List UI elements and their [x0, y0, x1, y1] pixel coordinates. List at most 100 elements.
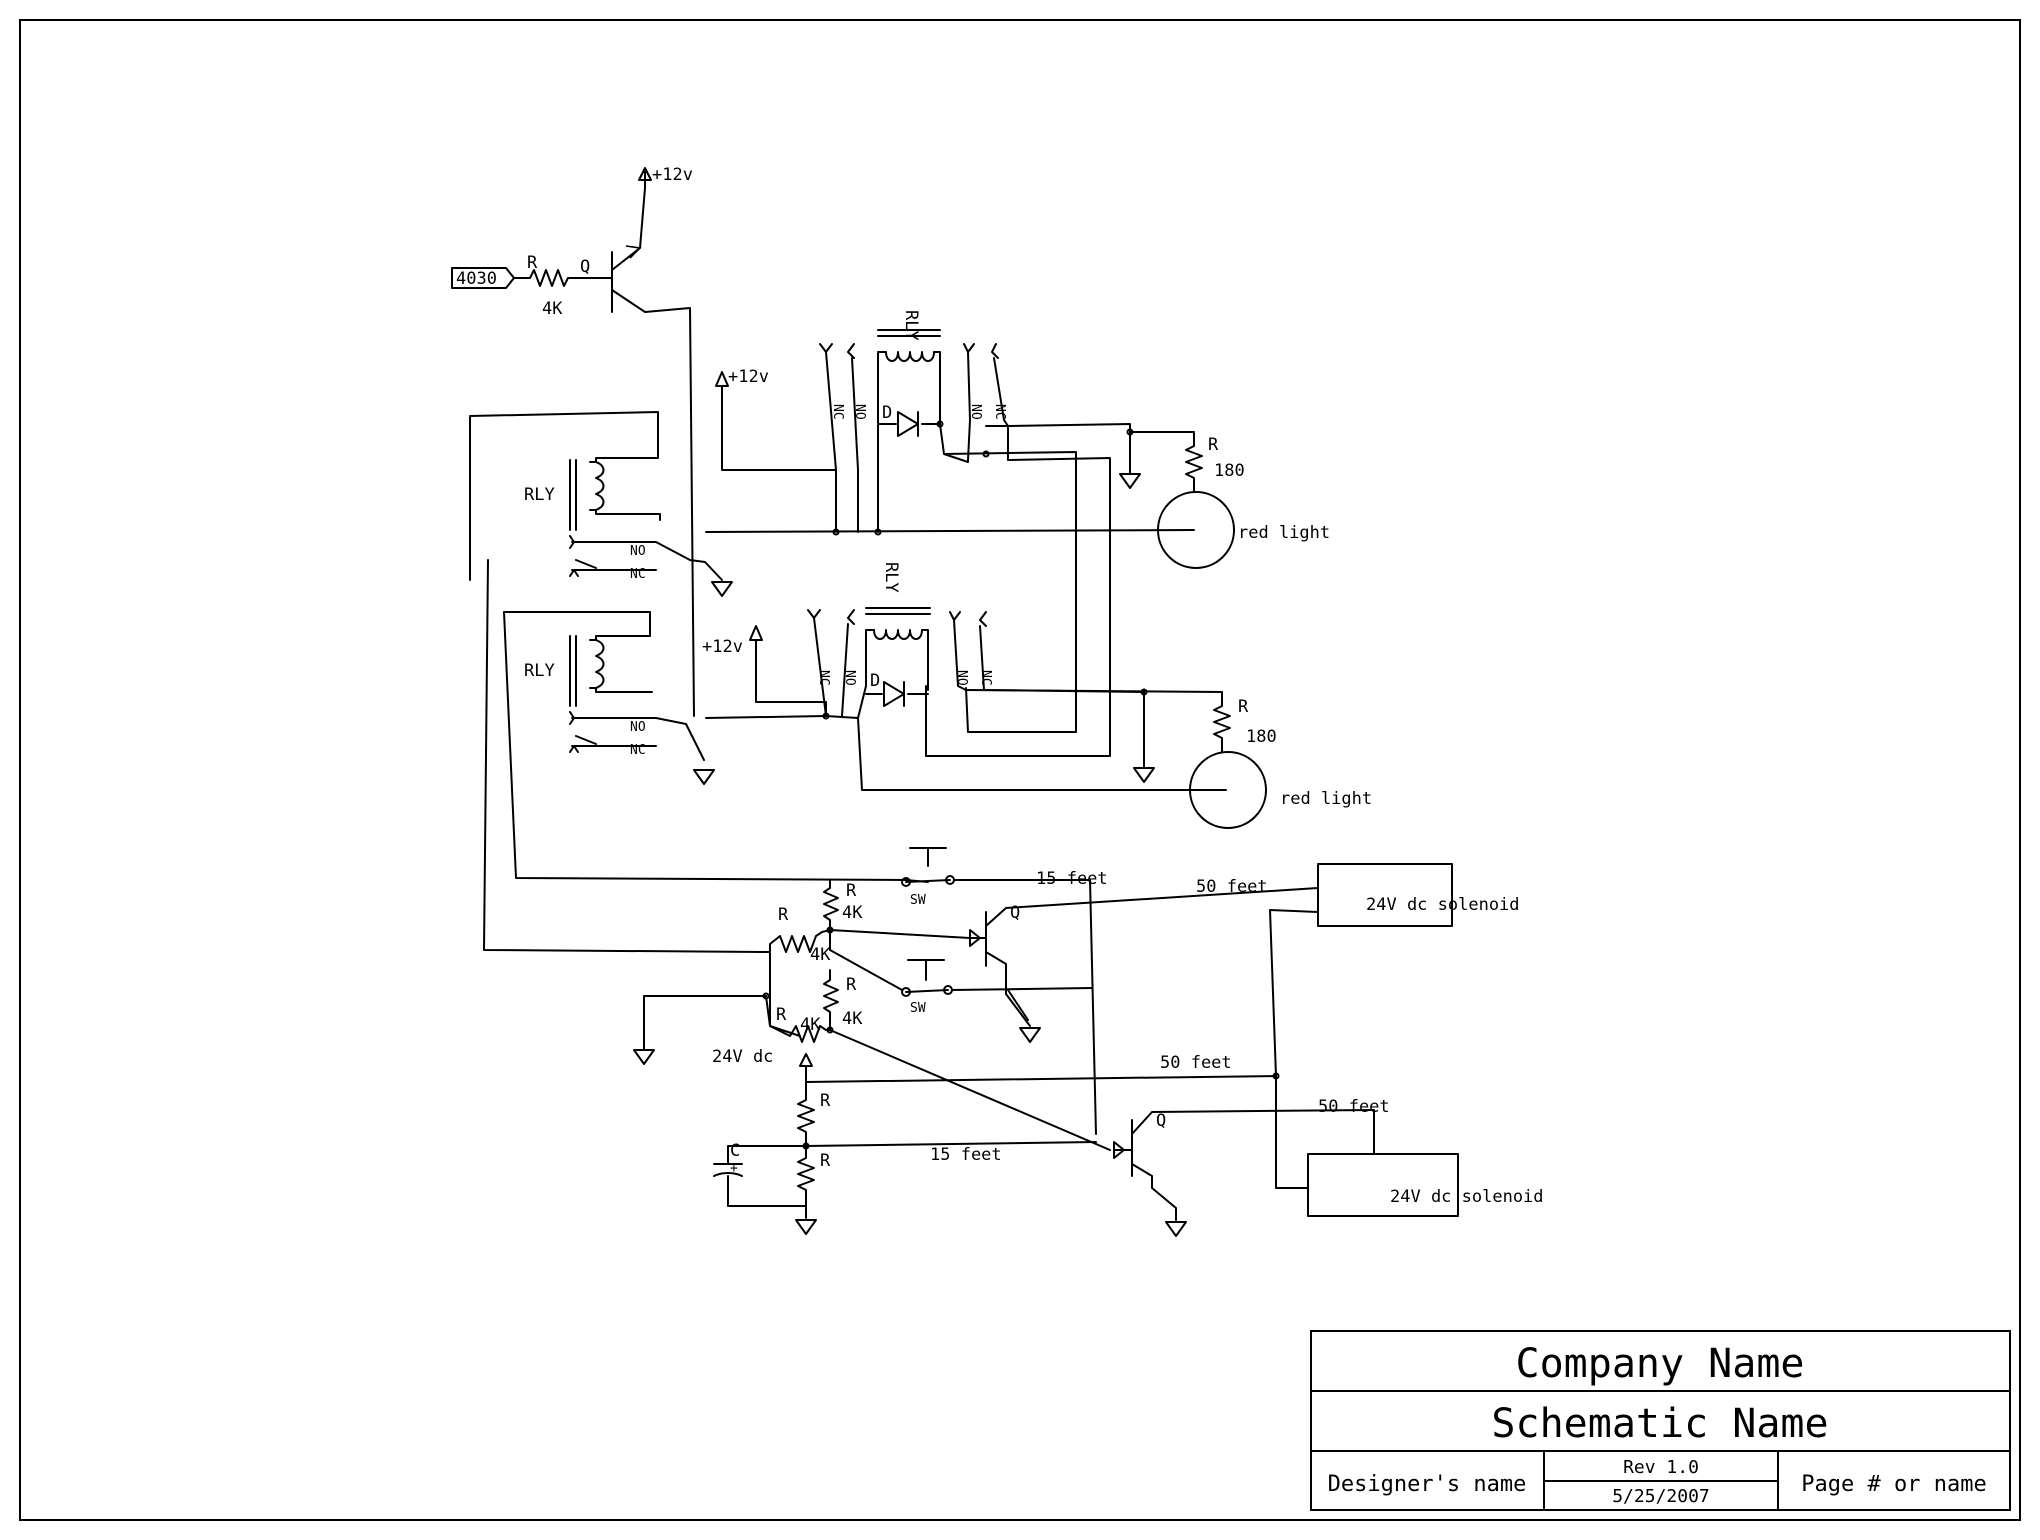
- divider-ground: [795, 1219, 817, 1235]
- transistor-bottom: [1113, 1109, 1375, 1221]
- supply-24v-arrow: [799, 1053, 813, 1083]
- divider-resistor-bottom: [797, 1145, 815, 1219]
- lower-diode-relay-label: RLY: [881, 562, 901, 593]
- red-light-1-resistor: [1185, 439, 1203, 493]
- lower-diode-relay-core: [865, 607, 931, 615]
- lower-right-nc-label: NC: [978, 670, 993, 686]
- red-light-2-lamp: [1189, 751, 1267, 829]
- solenoid-1: [1317, 863, 1453, 927]
- capacitor-label: C: [730, 1141, 740, 1161]
- ft50-label-1: 50 feet: [1196, 877, 1268, 897]
- switch-1-label: SW: [910, 893, 926, 908]
- transistor-top-ground: [1019, 1027, 1041, 1043]
- upper-plus12v-label: +12v: [728, 367, 769, 387]
- lower-left-nc-label: NC: [816, 670, 831, 686]
- input-transistor-emitter-arrow: [625, 245, 642, 259]
- upper-relay-ground-wire: [704, 561, 723, 581]
- upper-relay-coil: [589, 461, 605, 511]
- ft50-label-3: 50 feet: [1318, 1097, 1390, 1117]
- lower-relay-ground: [693, 769, 715, 785]
- input-tag-outline: [451, 267, 515, 289]
- switch-1-contact-a: [901, 877, 911, 887]
- upper-relay-label: RLY: [524, 485, 555, 505]
- lower-relay-coil-leads: [503, 611, 929, 883]
- upper-relay-no-contact: [569, 535, 706, 563]
- lower-relay-core: [569, 635, 577, 707]
- transistor-bottom-label: Q: [1156, 1111, 1166, 1131]
- upper-relay-no-label: NO: [630, 544, 646, 559]
- date: 5/25/2007: [1612, 1486, 1710, 1507]
- left-ground-wire: [643, 995, 767, 1051]
- lower-right-no-label: NO: [954, 670, 969, 686]
- title-block-frame: [1310, 1330, 2011, 1511]
- upper-diode-relay: RLY D NC NO +12v NO NC: [715, 310, 1131, 757]
- diagonal-to-q2: [829, 1029, 1111, 1151]
- red-light-1-resistor-value: 180: [1214, 461, 1245, 481]
- revision: Rev 1.0: [1623, 1457, 1699, 1478]
- solenoid-2: [1307, 1153, 1459, 1217]
- upper-relay-coil-leads: [469, 411, 661, 581]
- resistor-4k-left-top: [769, 929, 831, 953]
- transistor-bottom-ground: [1165, 1221, 1187, 1237]
- upper-left-nc-wire: [721, 385, 837, 471]
- upper-plus12v-arrow: [715, 371, 729, 387]
- resistor-4k-bottom: [823, 969, 839, 1031]
- junction-dot: [822, 712, 830, 720]
- red-light-2-resistor-value: 180: [1246, 727, 1277, 747]
- resistor-4k-bottom-value: 4K: [842, 1009, 863, 1029]
- lower-relay-coil: [589, 639, 605, 689]
- lower-relay: RLY NO NC: [503, 611, 929, 883]
- upper-relay-nc-contact: [569, 559, 657, 577]
- transistor-bottom-base-arrow: [1113, 1141, 1125, 1159]
- lower-left-nc-wire: [755, 639, 827, 717]
- resistor-4k-top-label: R: [846, 881, 857, 901]
- junction-dot: [1272, 1072, 1280, 1080]
- designer-name: Designer's name: [1328, 1472, 1527, 1497]
- solenoid-drivers: SW 15 feet R 4K R 4K Q 50 feet 24V dc so…: [483, 559, 1544, 1237]
- ft15-label-1: 15 feet: [1036, 869, 1108, 889]
- switch-1-wire: [953, 879, 1097, 1135]
- upper-left-no-label: NO: [852, 404, 867, 420]
- red-light-1-ground: [1119, 473, 1141, 489]
- divider-resistor-top: [797, 1093, 815, 1147]
- lower-left-contacts: [807, 609, 855, 717]
- divider-resistor-top-label: R: [820, 1091, 831, 1111]
- switch-2: [905, 959, 949, 993]
- red-light-1-wire: [705, 423, 1195, 533]
- input-tag-label: 4030: [456, 269, 497, 289]
- junction-dot: [832, 528, 840, 536]
- page-name: Page # or name: [1801, 1472, 1986, 1497]
- input-transistor-base: [599, 187, 695, 717]
- upper-diode-label: D: [882, 403, 892, 423]
- lower-relay-nc-label: NC: [630, 743, 646, 758]
- company-name: Company Name: [1516, 1341, 1805, 1387]
- input-resistor-value: 4K: [542, 299, 563, 319]
- lower-diode-relay-coil-frame: [857, 629, 929, 719]
- lower-relay-nc-contact: [569, 735, 657, 753]
- upper-diode-relay-coil: [885, 351, 935, 362]
- resistor-4k-left-top-label: R: [778, 905, 789, 925]
- supply-24v-label: 24V dc: [712, 1047, 773, 1067]
- lower-diode-relay-coil: [873, 629, 923, 640]
- solenoid-2-label: 24V dc solenoid: [1390, 1187, 1544, 1207]
- transistor-top-label: Q: [1010, 903, 1020, 923]
- switch-2-wire: [483, 559, 1093, 1021]
- lower-relay-no-label: NO: [630, 720, 646, 735]
- upper-relay-core: [569, 459, 577, 531]
- input-stage: 4030 R 4K Q +12v: [451, 165, 695, 717]
- lower-relay-label: RLY: [524, 661, 555, 681]
- switch-2-label: SW: [910, 1001, 926, 1016]
- upper-diode: [877, 411, 941, 437]
- lower-diode: [865, 681, 929, 707]
- red-light-2-wire: [705, 689, 1227, 791]
- resistor-4k-top-value: 4K: [842, 903, 863, 923]
- junction-dot: [874, 528, 882, 536]
- red-light-1-lamp: [1157, 491, 1235, 569]
- red-light-2-resistor: [1213, 699, 1231, 753]
- resistor-4k-left-bottom: [765, 995, 831, 1043]
- capacitor-plus: +: [730, 1161, 738, 1176]
- lower-right-contacts: [949, 611, 1145, 693]
- upper-relay-nc-label: NC: [630, 567, 646, 582]
- red-light-1: R 180 red light: [705, 420, 1330, 569]
- plus12v-label-top: +12v: [652, 165, 693, 185]
